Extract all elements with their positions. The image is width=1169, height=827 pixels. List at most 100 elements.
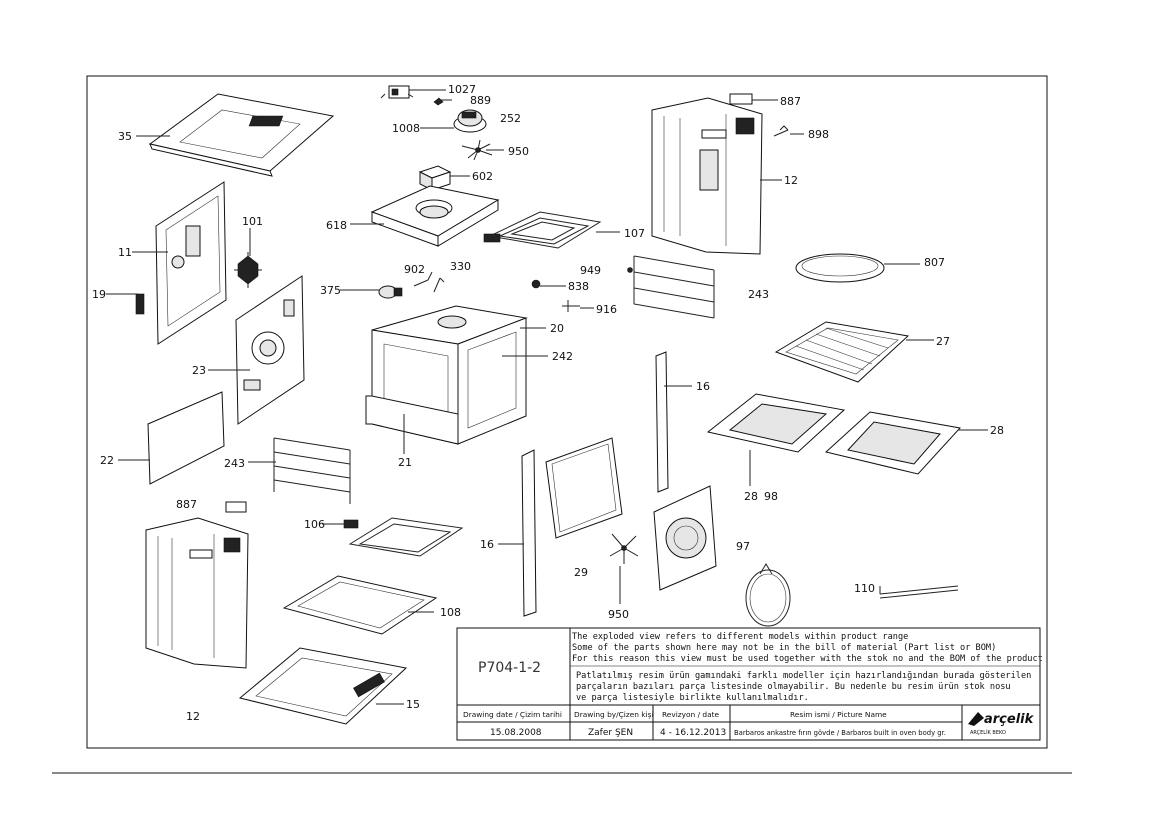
part-connector-top (729, 93, 753, 105)
leader-lines (106, 89, 988, 705)
label-889: 889 (470, 94, 491, 107)
label-12-top: 12 (784, 174, 798, 187)
label-16-left: 16 (480, 538, 494, 551)
label-19: 19 (92, 288, 106, 301)
part-side-rack-right (627, 255, 715, 319)
label-110: 110 (854, 582, 875, 595)
brand-subtitle: ARÇELİK BEKO (970, 729, 1006, 736)
note-tr-3: ve parça listesiyle birlikte kullanılmal… (576, 693, 809, 703)
part-top-fan (461, 139, 493, 161)
label-618: 618 (326, 219, 347, 232)
label-15: 15 (406, 698, 420, 711)
label-23: 23 (192, 364, 206, 377)
part-rod-110 (879, 585, 959, 599)
part-side-motor (234, 252, 262, 288)
label-916: 916 (596, 303, 617, 316)
label-97: 97 (736, 540, 750, 553)
note-en-2: Some of the parts shown here may not be … (572, 643, 996, 653)
label-242: 242 (552, 350, 573, 363)
part-connector-bottom (225, 501, 247, 513)
part-bottom-plate (282, 575, 438, 635)
label-107: 107 (624, 227, 645, 240)
label-838: 838 (568, 280, 589, 293)
label-602: 602 (472, 170, 493, 183)
label-11: 11 (118, 246, 132, 259)
label-1027: 1027 (448, 83, 476, 96)
part-fan-cover (370, 185, 500, 247)
part-screw-916 (562, 300, 580, 312)
note-tr-1: Patlatılmış resim ürün gamındaki farklı … (576, 671, 1031, 681)
part-back-panel-bottom (145, 517, 249, 669)
part-clip (433, 97, 444, 106)
part-fan-motor (453, 109, 487, 133)
part-19-clip (135, 293, 145, 315)
part-side-strip-right (655, 351, 669, 493)
label-898: 898 (808, 128, 829, 141)
part-motor-bracket (380, 85, 414, 99)
label-35: 35 (118, 130, 132, 143)
brand-logo: arçelik ARÇELİK BEKO (968, 712, 1035, 736)
drawing-frame (86, 75, 1048, 749)
note-en-1: The exploded view refers to different mo… (572, 632, 908, 642)
label-98: 98 (764, 490, 778, 503)
label-330: 330 (450, 260, 471, 273)
header-revision: Revizyon / date (662, 710, 720, 719)
brand-mark-icon (968, 712, 984, 726)
part-baking-tray-2 (824, 411, 961, 475)
part-back-panel-top (651, 97, 763, 255)
part-oven-cavity (365, 305, 528, 445)
label-28-right: 28 (990, 424, 1004, 437)
header-drawing-date: Drawing date / Çizim tarihi (463, 710, 562, 719)
label-22: 22 (100, 454, 114, 467)
part-fan-blade (609, 533, 639, 564)
part-rod-902 (413, 271, 433, 287)
label-807: 807 (924, 256, 945, 269)
label-887-bottom: 887 (176, 498, 197, 511)
header-picture-name: Resim ismi / Picture Name (790, 710, 887, 719)
label-16-right: 16 (696, 380, 710, 393)
value-drawing-date: 15.08.2008 (490, 728, 542, 738)
label-106: 106 (304, 518, 325, 531)
part-side-strip-left (521, 449, 537, 617)
label-375: 375 (320, 284, 341, 297)
part-side-rack-left (273, 437, 351, 504)
part-guard-box (418, 165, 452, 191)
part-bottom-base (238, 647, 408, 725)
label-949: 949 (580, 264, 601, 277)
label-29: 29 (574, 566, 588, 579)
part-rod-330 (433, 277, 445, 293)
label-20: 20 (550, 322, 564, 335)
label-887-top: 887 (780, 95, 801, 108)
part-door-seal (545, 437, 623, 539)
note-tr-2: parçaların bazıları parça listesinde olm… (576, 682, 1011, 692)
label-950-bottom: 950 (608, 608, 629, 621)
label-28-left: 28 (744, 490, 758, 503)
part-lower-element (343, 517, 464, 557)
brand-name: arçelik (984, 712, 1035, 727)
part-round-tray (795, 253, 885, 283)
label-252: 252 (500, 112, 521, 125)
part-grill-element (483, 211, 602, 249)
label-12-bottom: 12 (186, 710, 200, 723)
part-screw-898 (773, 125, 789, 137)
label-243-left: 243 (224, 457, 245, 470)
part-side-panel-left (155, 181, 227, 345)
label-1008: 1008 (392, 122, 420, 135)
title-block (456, 627, 1041, 741)
part-circular-element (745, 563, 791, 627)
value-revision: 4 - 16.12.2013 (660, 728, 726, 738)
value-drawing-by: Zafer ŞEN (588, 728, 633, 738)
part-lamp (378, 285, 403, 299)
label-101: 101 (242, 215, 263, 228)
part-baking-tray-1 (706, 393, 846, 453)
label-950-top: 950 (508, 145, 529, 158)
part-wire-grid (774, 321, 910, 383)
label-108: 108 (440, 606, 461, 619)
part-glass-plate (147, 391, 225, 485)
label-21: 21 (398, 456, 412, 469)
label-243-right: 243 (748, 288, 769, 301)
note-en-3: For this reason this view must be used t… (572, 654, 1043, 664)
label-27: 27 (936, 335, 950, 348)
drawing-code: P704-1-2 (478, 660, 541, 676)
part-fan-cover-rear (653, 485, 717, 591)
